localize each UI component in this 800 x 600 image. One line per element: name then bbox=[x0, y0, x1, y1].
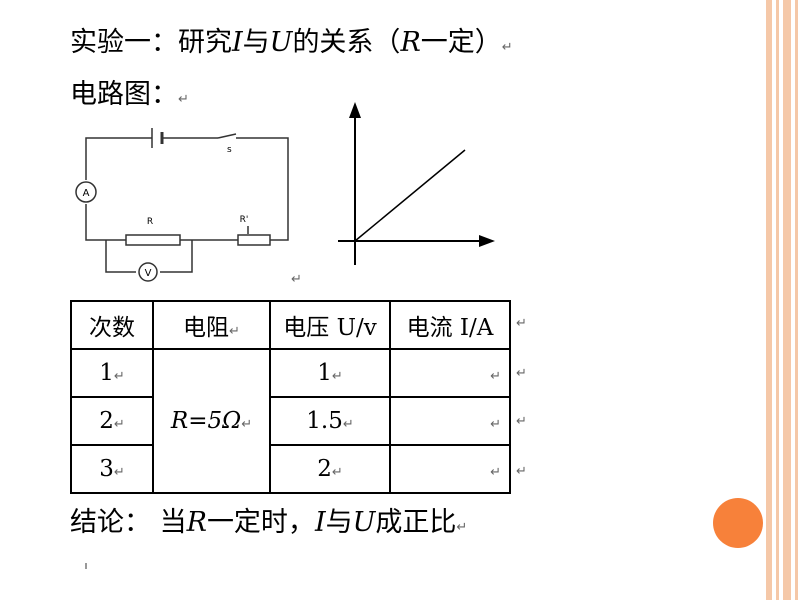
current-cell: ↵ bbox=[389, 348, 511, 398]
x-axis-arrow bbox=[479, 235, 495, 247]
current-cell: ↵ bbox=[389, 396, 511, 446]
ammeter-symbol: A bbox=[75, 181, 97, 203]
resistance-cell: R=5Ω↵ bbox=[152, 348, 271, 494]
count-cell: 3↵ bbox=[70, 444, 154, 494]
experiment-title: 实验一：研究I与U的关系（R一定）↵ bbox=[70, 27, 513, 58]
conclusion-text: 结论： 当R一定时，I与U成正比↵ bbox=[70, 507, 468, 538]
voltage-cell: 1.5↵ bbox=[269, 396, 391, 446]
i-u-graph bbox=[338, 102, 495, 265]
table-row: 1↵ R=5Ω↵ 1↵ ↵ bbox=[70, 348, 511, 494]
current-cell: ↵ bbox=[389, 444, 511, 494]
header-count: 次数 bbox=[70, 300, 154, 350]
row-end-mark: ↵ bbox=[516, 414, 527, 429]
svg-text:A: A bbox=[83, 188, 90, 199]
table-row: 3↵ 2↵ ↵ bbox=[70, 444, 511, 494]
header-resistance: 电阻↵ bbox=[152, 300, 271, 350]
decorative-circle bbox=[713, 498, 763, 548]
voltage-cell: 2↵ bbox=[269, 444, 391, 494]
header-voltage: 电压 U/v bbox=[269, 300, 391, 350]
row-end-mark: ↵ bbox=[516, 316, 527, 331]
svg-text:R': R' bbox=[240, 215, 249, 225]
table-row: 2↵ 1.5↵ ↵ bbox=[70, 396, 511, 446]
svg-text:R: R bbox=[147, 217, 153, 227]
switch-label: s bbox=[227, 145, 232, 155]
voltage-cell: 1↵ bbox=[269, 348, 391, 398]
paragraph-mark: ↵ bbox=[291, 272, 302, 287]
y-axis-arrow bbox=[349, 102, 361, 118]
count-cell: 2↵ bbox=[70, 396, 154, 446]
circuit-diagram: s A R R' V bbox=[75, 128, 289, 282]
voltmeter-symbol: V bbox=[138, 262, 158, 282]
data-table: 次数 电阻↵ 电压 U/v 电流 I/A 1↵ R=5Ω↵ 1↵ ↵ 2↵ 1.… bbox=[70, 300, 511, 494]
circuit-diagram-label: 电路图：↵ bbox=[70, 79, 189, 110]
resistor-symbol: R bbox=[125, 217, 181, 246]
count-cell: 1↵ bbox=[70, 348, 154, 398]
header-current: 电流 I/A bbox=[389, 300, 511, 350]
cursor-tick bbox=[85, 563, 87, 569]
rheostat-symbol: R' bbox=[237, 215, 271, 246]
table-header-row: 次数 电阻↵ 电压 U/v 电流 I/A bbox=[70, 300, 511, 350]
proportional-line bbox=[354, 149, 466, 242]
row-end-mark: ↵ bbox=[516, 464, 527, 479]
row-end-mark: ↵ bbox=[516, 366, 527, 381]
svg-text:V: V bbox=[145, 268, 152, 279]
decorative-stripes bbox=[760, 0, 800, 600]
